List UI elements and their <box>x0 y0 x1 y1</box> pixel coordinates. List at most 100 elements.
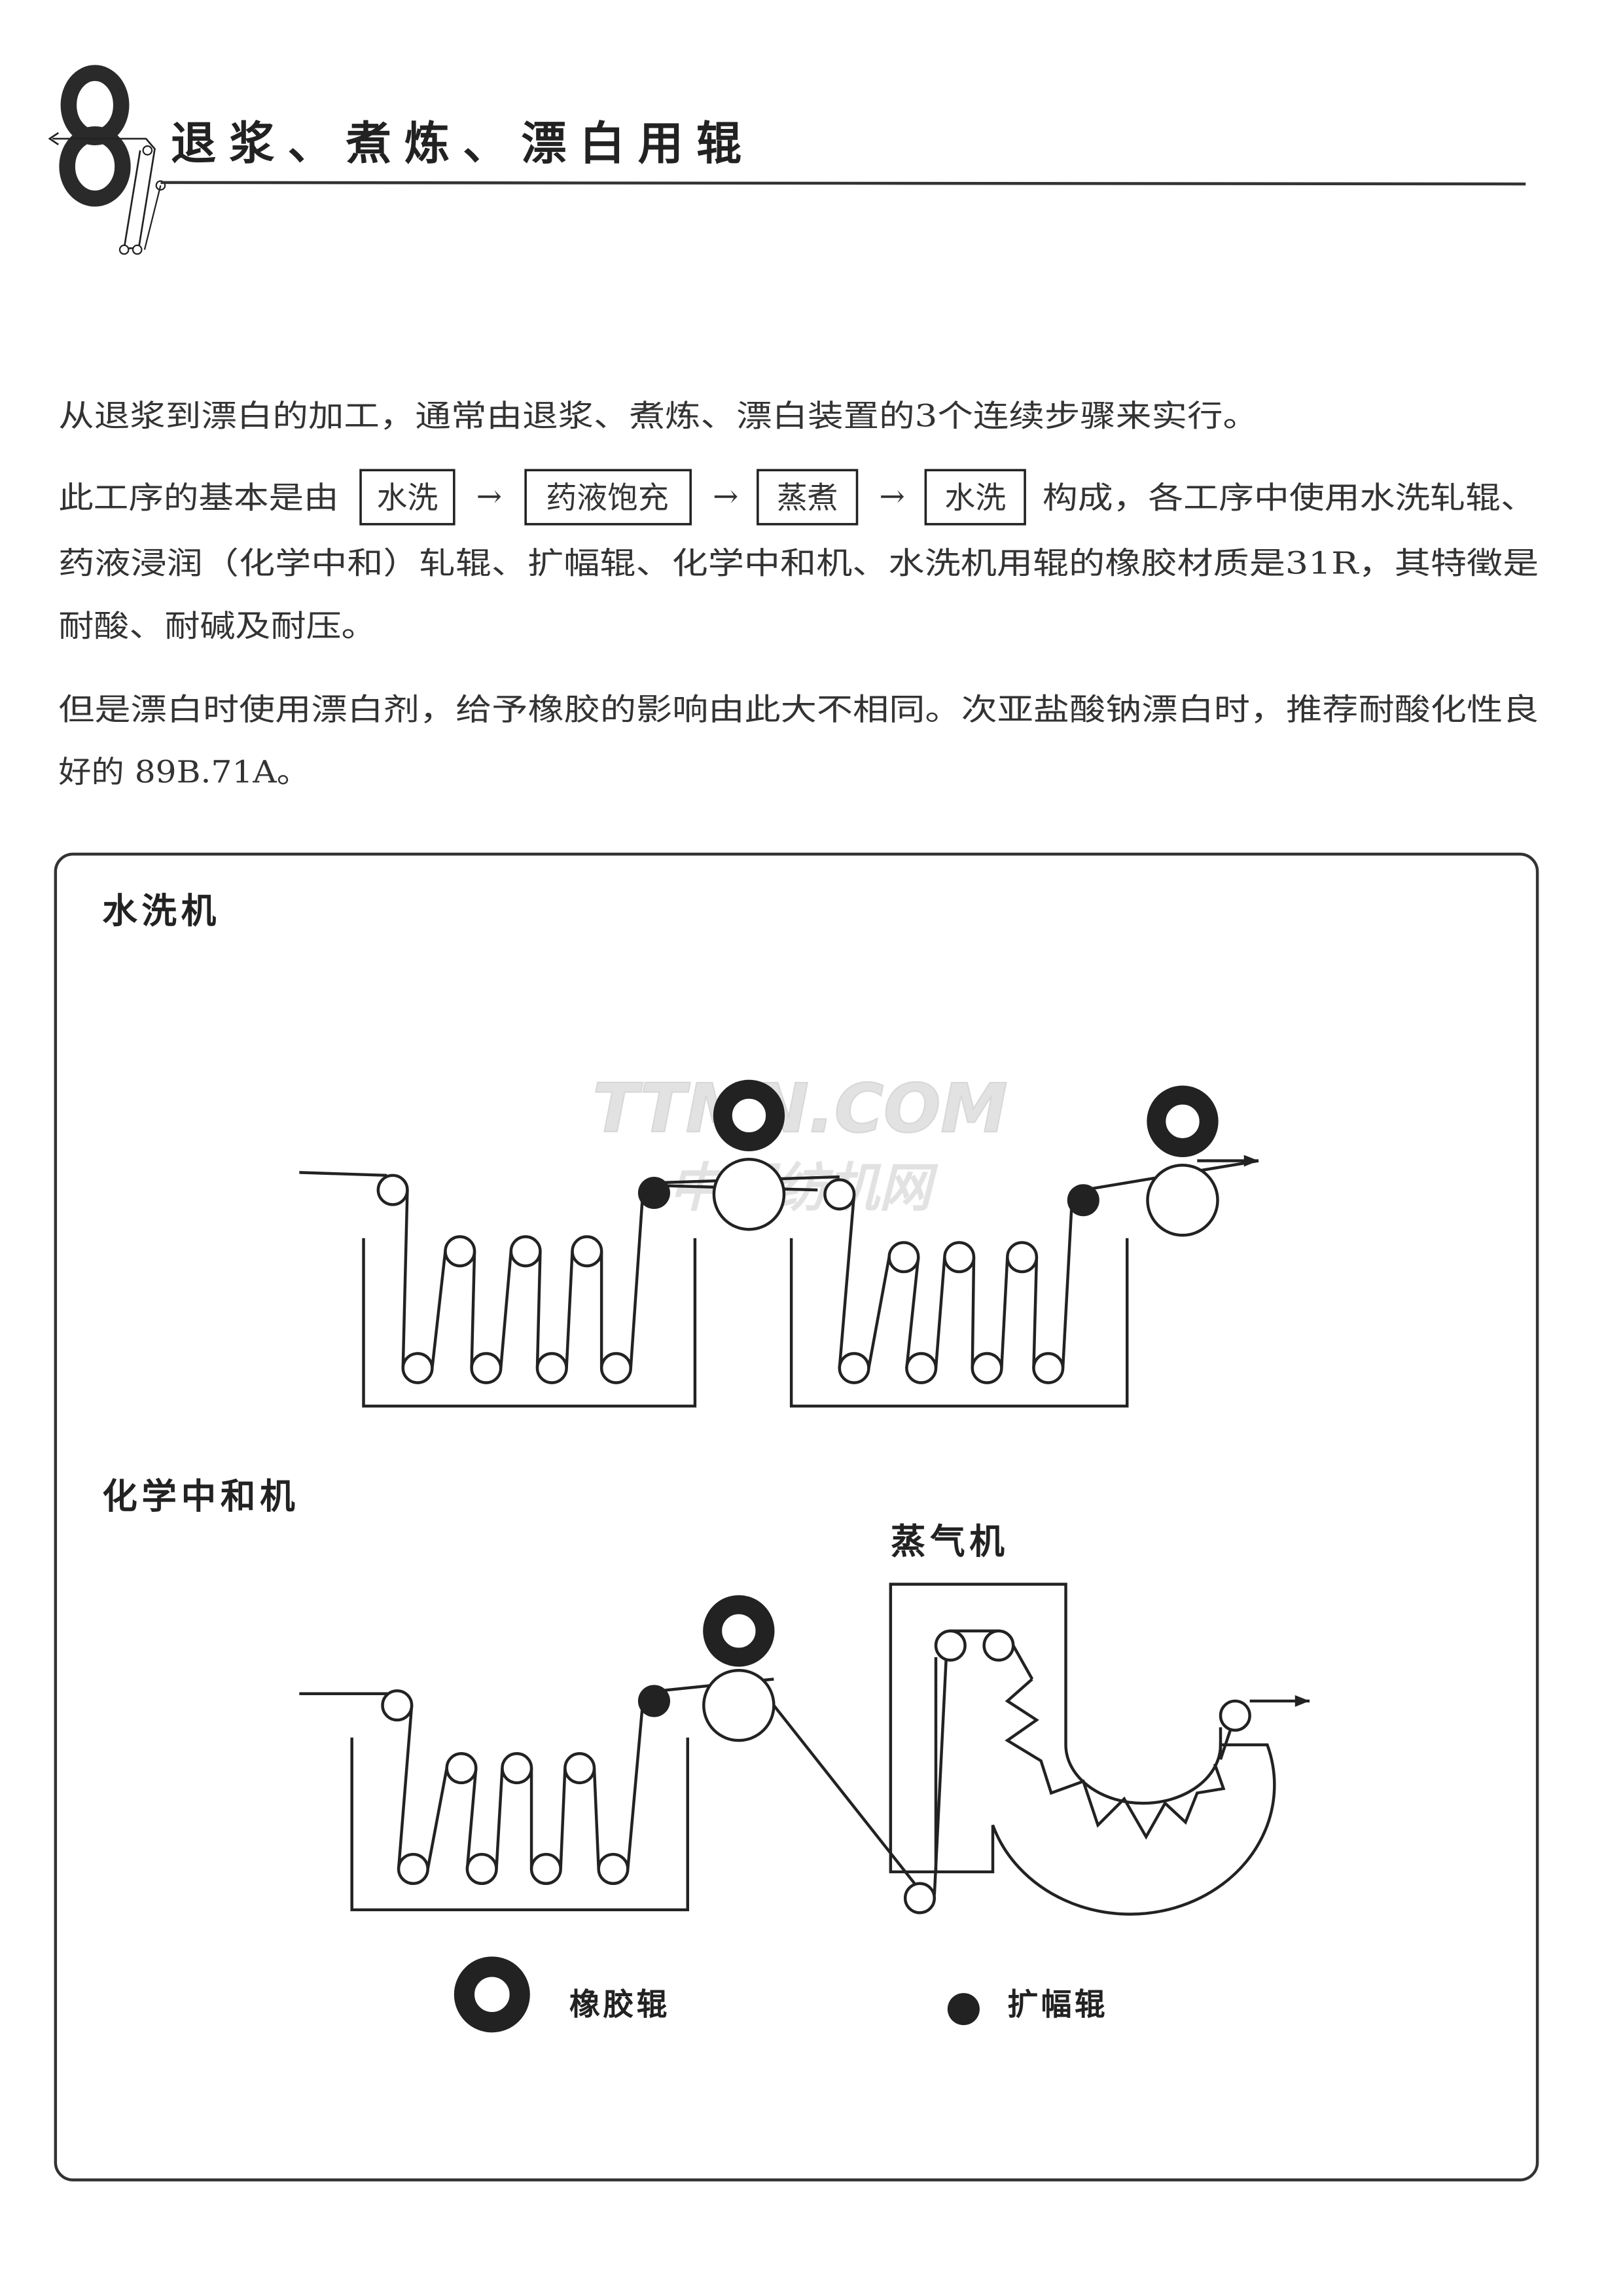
guide-roller <box>509 1235 542 1268</box>
tank <box>789 1238 1129 1408</box>
fabric-path <box>934 1257 946 1369</box>
intro-text: 从退浆到漂白的加工，通常由退浆、煮炼、漂白装置的3个连续步骤来实行。 此工序的基… <box>58 399 1539 790</box>
rubber-roller <box>703 1595 775 1667</box>
fabric-path <box>1012 1645 1034 1680</box>
line6: 好的 89B.71A。 <box>58 755 310 791</box>
fabric-path <box>559 1768 567 1869</box>
guide-roller <box>982 1629 1015 1662</box>
fabric-path <box>1061 1206 1073 1369</box>
fabric-path <box>299 1171 387 1177</box>
paragraph-1: 从退浆到漂白的加工，通常由退浆、煮炼、漂白装置的3个连续步骤来实行。 <box>58 399 1258 434</box>
guide-roller <box>445 1752 478 1785</box>
legend-expander-roller: 扩幅辊 <box>1007 1988 1108 2023</box>
line4: 耐酸、耐碱及耐压。 <box>58 609 376 645</box>
steamer-label: 蒸气机 <box>891 1521 1009 1562</box>
expander-roller <box>1067 1184 1099 1217</box>
guide-roller <box>1219 1699 1251 1732</box>
guide-roller <box>943 1241 976 1274</box>
guide-roller <box>971 1352 1003 1384</box>
chapter-number-eight-icon <box>48 65 166 255</box>
fabric-path <box>426 1768 448 1869</box>
guide-roller <box>1006 1241 1039 1274</box>
guide-roller <box>571 1235 603 1268</box>
expander-roller <box>637 1177 670 1210</box>
guide-roller <box>934 1629 967 1662</box>
arrow: → <box>713 479 738 514</box>
chapter-header: 退浆、煮炼、漂白用辊 <box>48 65 1526 255</box>
arrowhead-icon <box>1243 1155 1259 1167</box>
guide-roller <box>599 1352 632 1384</box>
guide-roller <box>401 1352 434 1384</box>
fabric-path <box>495 1768 504 1869</box>
arrow: → <box>476 479 502 514</box>
guide-roller <box>465 1852 498 1886</box>
fabric-path <box>465 1768 478 1869</box>
process-flow: 水洗 → 药液饱充 → 蒸煮 → 水洗 <box>359 469 1026 526</box>
neutralizer-label: 化学中和机 <box>102 1475 299 1516</box>
fabric-path <box>592 1768 600 1869</box>
legend: 橡胶辊 扩幅辊 <box>454 1956 1108 2033</box>
guide-roller <box>823 1178 856 1211</box>
guide-roller <box>501 1752 533 1785</box>
rubber-roller <box>1147 1085 1219 1157</box>
fabric-path <box>629 1198 644 1369</box>
line3: 药液浸润（化学中和）轧辊、扩幅辊、化学中和机、水洗机用辊的橡胶材质是31R，其特… <box>58 547 1539 582</box>
fabric-path <box>1032 1257 1039 1369</box>
guide-roller <box>381 1689 414 1722</box>
fabric-path <box>431 1251 447 1369</box>
legend-rubber-roller: 橡胶辊 <box>569 1988 670 2023</box>
squeeze-roller <box>1146 1163 1219 1237</box>
watermark: TTMN.COM 中国纺机网 <box>592 1069 1008 1219</box>
svg-text:TTMN.COM: TTMN.COM <box>593 1070 1008 1148</box>
guide-roller <box>397 1852 429 1886</box>
line2-suffix: 构成，各工序中使用水洗轧辊、 <box>1043 480 1536 516</box>
line2-prefix: 此工序的基本是由 <box>58 480 338 516</box>
guide-roller <box>903 1882 937 1914</box>
fabric-path <box>867 1257 891 1369</box>
fabric-path <box>772 1704 918 1888</box>
header-rule <box>160 181 1526 186</box>
guide-roller <box>376 1174 409 1206</box>
line5: 但是漂白时使用漂白剂，给予橡胶的影响由此大不相同。次亚盐酸钠漂白时，推荐耐酸化性… <box>58 692 1539 728</box>
guide-roller <box>470 1352 503 1384</box>
fabric-path <box>905 1257 920 1369</box>
fabric-path <box>1000 1257 1009 1369</box>
rubber-roller-icon <box>454 1956 530 2033</box>
tank <box>362 1238 697 1408</box>
process-step-2: 药液饱充 <box>546 480 668 516</box>
fabric-path <box>535 1251 542 1369</box>
arrowhead-icon <box>1294 1695 1310 1707</box>
arrow: → <box>879 479 904 514</box>
guide-roller <box>887 1241 920 1274</box>
fabric-path <box>397 1705 414 1869</box>
page-title: 退浆、煮炼、漂白用辊 <box>171 118 755 170</box>
guide-roller <box>535 1352 568 1384</box>
rubber-roller <box>713 1079 785 1152</box>
washer-label: 水洗机 <box>102 890 221 931</box>
guide-roller <box>563 1752 596 1785</box>
squeeze-roller <box>702 1668 776 1742</box>
squeeze-roller <box>712 1158 786 1231</box>
steamer-machine <box>889 1583 1276 1916</box>
figure-frame <box>54 852 1539 2181</box>
expander-roller <box>637 1685 670 1717</box>
guide-roller <box>838 1352 870 1384</box>
guide-roller <box>905 1352 938 1384</box>
guide-roller <box>444 1235 476 1268</box>
fabric-path <box>626 1706 644 1869</box>
process-step-3: 蒸煮 <box>777 480 838 516</box>
tank <box>350 1737 689 1912</box>
process-step-4: 水洗 <box>944 480 1006 516</box>
machine-diagrams <box>299 1079 1310 1914</box>
guide-roller <box>597 1852 630 1886</box>
fabric-path <box>565 1251 574 1369</box>
process-step-1: 水洗 <box>377 480 438 516</box>
guide-roller <box>1032 1352 1065 1384</box>
fabric-path <box>401 1190 409 1369</box>
fabric-path <box>971 1257 976 1369</box>
fabric-path <box>838 1194 856 1369</box>
fabric-path <box>470 1251 476 1369</box>
guide-roller <box>529 1852 562 1886</box>
expander-roller-icon <box>947 1993 980 2026</box>
